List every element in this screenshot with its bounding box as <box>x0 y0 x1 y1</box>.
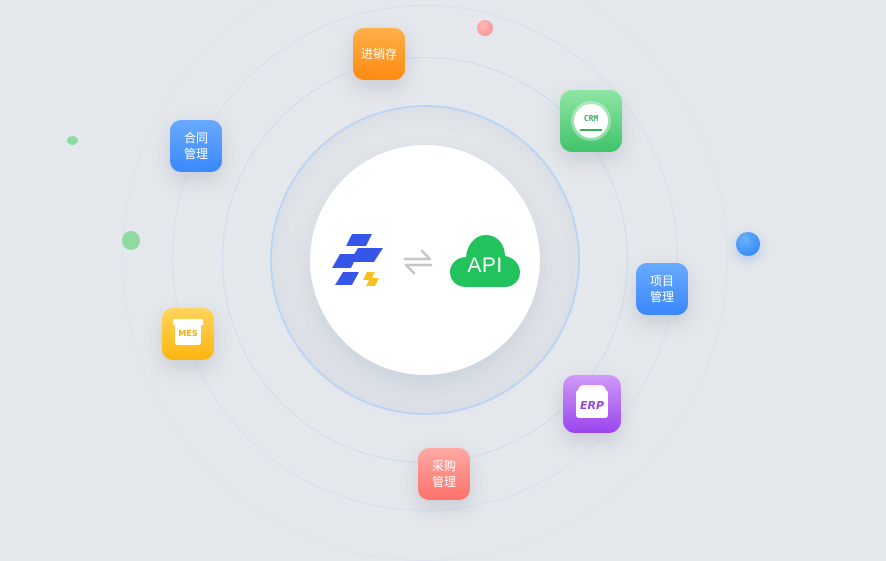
sync-arrows-icon <box>403 249 433 275</box>
node-contract-label-1: 合同 <box>183 131 208 145</box>
node-erp-label: ERP <box>579 399 605 412</box>
node-inventory[interactable]: 进销存 <box>353 28 405 80</box>
erp-box-icon: ERP <box>576 385 608 418</box>
node-inventory-label: 进销存 <box>360 47 397 61</box>
integration-diagram: API 进销存 CRM 项目 管理 ERP 采购 管理 MES 合同 管理 <box>67 0 760 561</box>
node-procurement-label-1: 采购 <box>431 459 456 473</box>
node-project-label-2: 管理 <box>649 290 674 304</box>
node-procurement[interactable]: 采购 管理 <box>418 448 470 500</box>
decor-dot-pink <box>477 20 493 36</box>
node-crm[interactable]: CRM <box>560 90 622 152</box>
node-crm-label: CRM <box>583 114 599 123</box>
node-contract-label-2: 管理 <box>183 147 208 161</box>
api-label: API <box>467 254 503 277</box>
brand-logo-icon <box>332 234 383 286</box>
node-mes-label: MES <box>178 329 198 338</box>
cloud-icon <box>450 235 520 287</box>
decor-dot-blue <box>736 232 760 256</box>
mes-box-icon: MES <box>173 319 203 345</box>
crm-icon: CRM <box>574 104 608 138</box>
decor-dot-green-small <box>67 136 78 145</box>
node-procurement-label-2: 管理 <box>431 475 456 489</box>
node-project-label-1: 项目 <box>649 274 674 288</box>
node-erp[interactable]: ERP <box>563 375 621 433</box>
node-contract-management[interactable]: 合同 管理 <box>170 120 222 172</box>
node-mes[interactable]: MES <box>162 308 214 360</box>
decor-dot-green <box>122 231 140 250</box>
crm-underline <box>580 129 602 131</box>
node-project-management[interactable]: 项目 管理 <box>636 263 688 315</box>
